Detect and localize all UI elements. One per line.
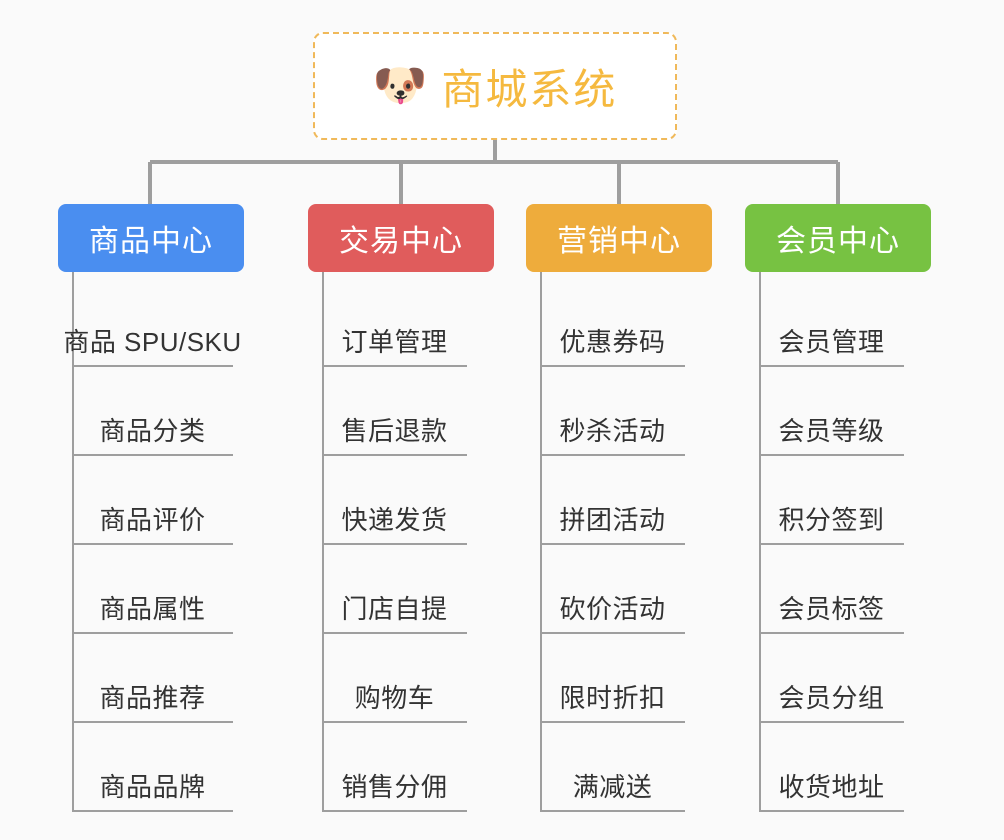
- branch-label: 交易中心: [339, 225, 463, 258]
- list-item[interactable]: 优惠券码: [540, 278, 685, 367]
- leaf-label: 秒杀活动: [559, 416, 666, 447]
- leaf-label: 商品属性: [99, 594, 206, 625]
- branch-spine: [759, 272, 761, 812]
- list-item[interactable]: 订单管理: [322, 278, 467, 367]
- list-item[interactable]: 商品品牌: [72, 723, 233, 812]
- branch-spine: [72, 272, 74, 812]
- branch-member-center: 会员中心 会员管理 会员等级 积分签到 会员标签 会员分组 收货地址: [745, 204, 931, 812]
- list-item[interactable]: 秒杀活动: [540, 367, 685, 456]
- list-item[interactable]: 商品分类: [72, 367, 233, 456]
- list-item[interactable]: 会员标签: [759, 545, 904, 634]
- branch-header-product-center[interactable]: 商品中心: [58, 204, 244, 272]
- branch-items-product-center: 商品 SPU/SKU 商品分类 商品评价 商品属性 商品推荐 商品品牌: [58, 272, 244, 812]
- list-item[interactable]: 会员等级: [759, 367, 904, 456]
- branch-label: 营销中心: [557, 225, 681, 258]
- leaf-label: 收货地址: [778, 772, 885, 803]
- branch-items-member-center: 会员管理 会员等级 积分签到 会员标签 会员分组 收货地址: [745, 272, 931, 812]
- list-item[interactable]: 销售分佣: [322, 723, 467, 812]
- list-item[interactable]: 会员分组: [759, 634, 904, 723]
- leaf-label: 满减送: [572, 772, 653, 803]
- list-item[interactable]: 限时折扣: [540, 634, 685, 723]
- root-title: 商城系统: [441, 65, 618, 113]
- leaf-label: 限时折扣: [559, 683, 666, 714]
- branch-marketing-center: 营销中心 优惠券码 秒杀活动 拼团活动 砍价活动 限时折扣 满减送: [526, 204, 712, 812]
- dog-face-icon: 🐶: [372, 61, 428, 110]
- list-item[interactable]: 收货地址: [759, 723, 904, 812]
- branch-label: 商品中心: [89, 225, 213, 258]
- branch-items-marketing-center: 优惠券码 秒杀活动 拼团活动 砍价活动 限时折扣 满减送: [526, 272, 712, 812]
- leaf-label: 会员等级: [778, 416, 885, 447]
- leaf-label: 快递发货: [341, 505, 448, 536]
- leaf-label: 销售分佣: [341, 772, 448, 803]
- list-item[interactable]: 砍价活动: [540, 545, 685, 634]
- list-item[interactable]: 会员管理: [759, 278, 904, 367]
- leaf-label: 积分签到: [778, 505, 885, 536]
- branch-spine: [540, 272, 542, 812]
- leaf-label: 拼团活动: [559, 505, 666, 536]
- branch-header-trade-center[interactable]: 交易中心: [308, 204, 494, 272]
- branch-spine: [322, 272, 324, 812]
- list-item[interactable]: 拼团活动: [540, 456, 685, 545]
- branch-label: 会员中心: [776, 225, 900, 258]
- leaf-label: 售后退款: [341, 416, 448, 447]
- list-item[interactable]: 快递发货: [322, 456, 467, 545]
- leaf-label: 会员标签: [778, 594, 885, 625]
- leaf-label: 商品评价: [99, 505, 206, 536]
- list-item[interactable]: 积分签到: [759, 456, 904, 545]
- branch-trade-center: 交易中心 订单管理 售后退款 快递发货 门店自提 购物车 销售分佣: [308, 204, 494, 812]
- leaf-label: 商品分类: [99, 416, 206, 447]
- leaf-label: 购物车: [354, 683, 435, 714]
- leaf-label: 会员分组: [778, 683, 885, 714]
- leaf-label: 会员管理: [778, 327, 885, 358]
- leaf-label: 砍价活动: [559, 594, 666, 625]
- list-item[interactable]: 商品 SPU/SKU: [63, 278, 241, 367]
- branch-header-marketing-center[interactable]: 营销中心: [526, 204, 712, 272]
- root-node[interactable]: 🐶 商城系统: [313, 32, 677, 140]
- leaf-label: 订单管理: [341, 327, 448, 358]
- list-item[interactable]: 商品推荐: [72, 634, 233, 723]
- branch-header-member-center[interactable]: 会员中心: [745, 204, 931, 272]
- leaf-label: 优惠券码: [559, 327, 666, 358]
- list-item[interactable]: 售后退款: [322, 367, 467, 456]
- list-item[interactable]: 门店自提: [322, 545, 467, 634]
- branch-product-center: 商品中心 商品 SPU/SKU 商品分类 商品评价 商品属性 商品推荐 商品品牌: [58, 204, 244, 812]
- leaf-label: 商品品牌: [99, 772, 206, 803]
- list-item[interactable]: 满减送: [540, 723, 685, 812]
- list-item[interactable]: 购物车: [322, 634, 467, 723]
- list-item[interactable]: 商品属性: [72, 545, 233, 634]
- leaf-label: 商品 SPU/SKU: [63, 327, 242, 358]
- leaf-label: 商品推荐: [99, 683, 206, 714]
- branch-items-trade-center: 订单管理 售后退款 快递发货 门店自提 购物车 销售分佣: [308, 272, 494, 812]
- leaf-label: 门店自提: [341, 594, 448, 625]
- list-item[interactable]: 商品评价: [72, 456, 233, 545]
